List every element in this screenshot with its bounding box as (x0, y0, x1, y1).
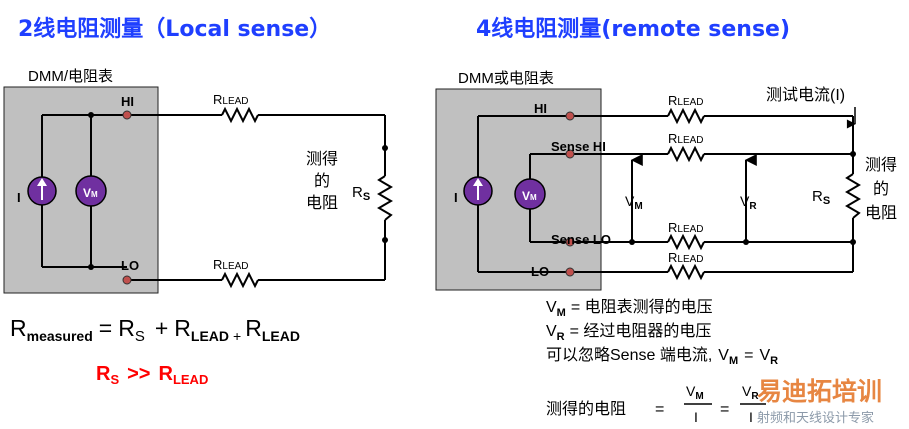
left-relation: RS>>RLEAD (96, 363, 208, 387)
watermark-logo: 易迪拓培训 射频和天线设计专家 (757, 377, 882, 425)
svg-text:射频和天线设计专家: 射频和天线设计专家 (757, 410, 874, 425)
right-final-num1: VM (686, 383, 704, 402)
left-lo-label: LO (121, 258, 139, 273)
left-title: 2线电阻测量（Local sense） (18, 16, 331, 42)
left-box-label: DMM/电阻表 (28, 68, 113, 85)
right-sense-hi-label: Sense HI (551, 139, 606, 154)
right-measured-line1: 测得 (865, 156, 897, 174)
right-rs-label: RS (812, 188, 830, 207)
left-rlead-bottom: RLEAD (213, 257, 249, 272)
left-junction-dots (88, 112, 388, 270)
right-rlead-hi: RLEAD (668, 93, 704, 108)
right-test-current-label: 测试电流(I) (766, 86, 845, 104)
left-source-i-label: I (17, 190, 21, 205)
right-title: 4线电阻测量(remote sense) (476, 16, 790, 42)
left-hi-label: HI (121, 94, 134, 109)
right-current-source-icon (463, 176, 493, 206)
right-box-label: DMM或电阻表 (458, 70, 554, 87)
right-vr-label: VR (740, 193, 757, 212)
left-wiring (41, 106, 393, 289)
svg-text:VM: VM (83, 186, 98, 200)
right-measured-line3: 电阻 (865, 204, 897, 222)
right-voltmeter-icon: VM (514, 178, 546, 210)
right-final-label: 测得的电阻 (546, 400, 626, 418)
left-measured-line1: 测得 (306, 150, 338, 168)
right-final-den2: I (749, 409, 753, 425)
right-final-den1: I (694, 409, 698, 425)
right-rlead-sense-hi: RLEAD (668, 131, 704, 146)
right-note-vm: VM= 电阻表测得的电压 (546, 298, 713, 319)
svg-text:易迪拓培训: 易迪拓培训 (757, 377, 882, 406)
left-measured-line2: 的 (314, 172, 330, 190)
right-junction-dots (629, 151, 856, 245)
left-hi-terminal (122, 110, 132, 120)
right-note-vr: VR= 经过电阻器的电压 (546, 322, 711, 343)
right-rlead-sense-lo: RLEAD (668, 220, 704, 235)
left-lo-terminal (122, 275, 132, 285)
left-formula: Rmeasured=RS+RLEAD+RLEAD (10, 315, 300, 345)
right-source-i-label: I (454, 190, 458, 205)
left-rlead-top: RLEAD (213, 92, 249, 107)
right-final-num2: VR (742, 383, 759, 402)
right-final-eq1: = (655, 401, 664, 418)
right-vm-label: VM (625, 193, 643, 212)
left-rs-label: RS (352, 184, 370, 203)
right-sense-lo-label: Sense LO (551, 232, 611, 247)
right-final-eq2: = (720, 401, 729, 418)
svg-text:VM: VM (522, 189, 537, 203)
right-terminals (565, 111, 575, 277)
right-measured-line2: 的 (873, 180, 889, 198)
left-current-source-icon (27, 176, 57, 206)
right-lo-label: LO (531, 264, 549, 279)
left-voltmeter-icon: VM (75, 175, 107, 207)
right-note-ignore: 可以忽略Sense 端电流,VM=VR (546, 346, 778, 367)
right-hi-label: HI (534, 101, 547, 116)
left-measured-line3: 电阻 (306, 194, 338, 212)
right-rlead-lo: RLEAD (668, 250, 704, 265)
